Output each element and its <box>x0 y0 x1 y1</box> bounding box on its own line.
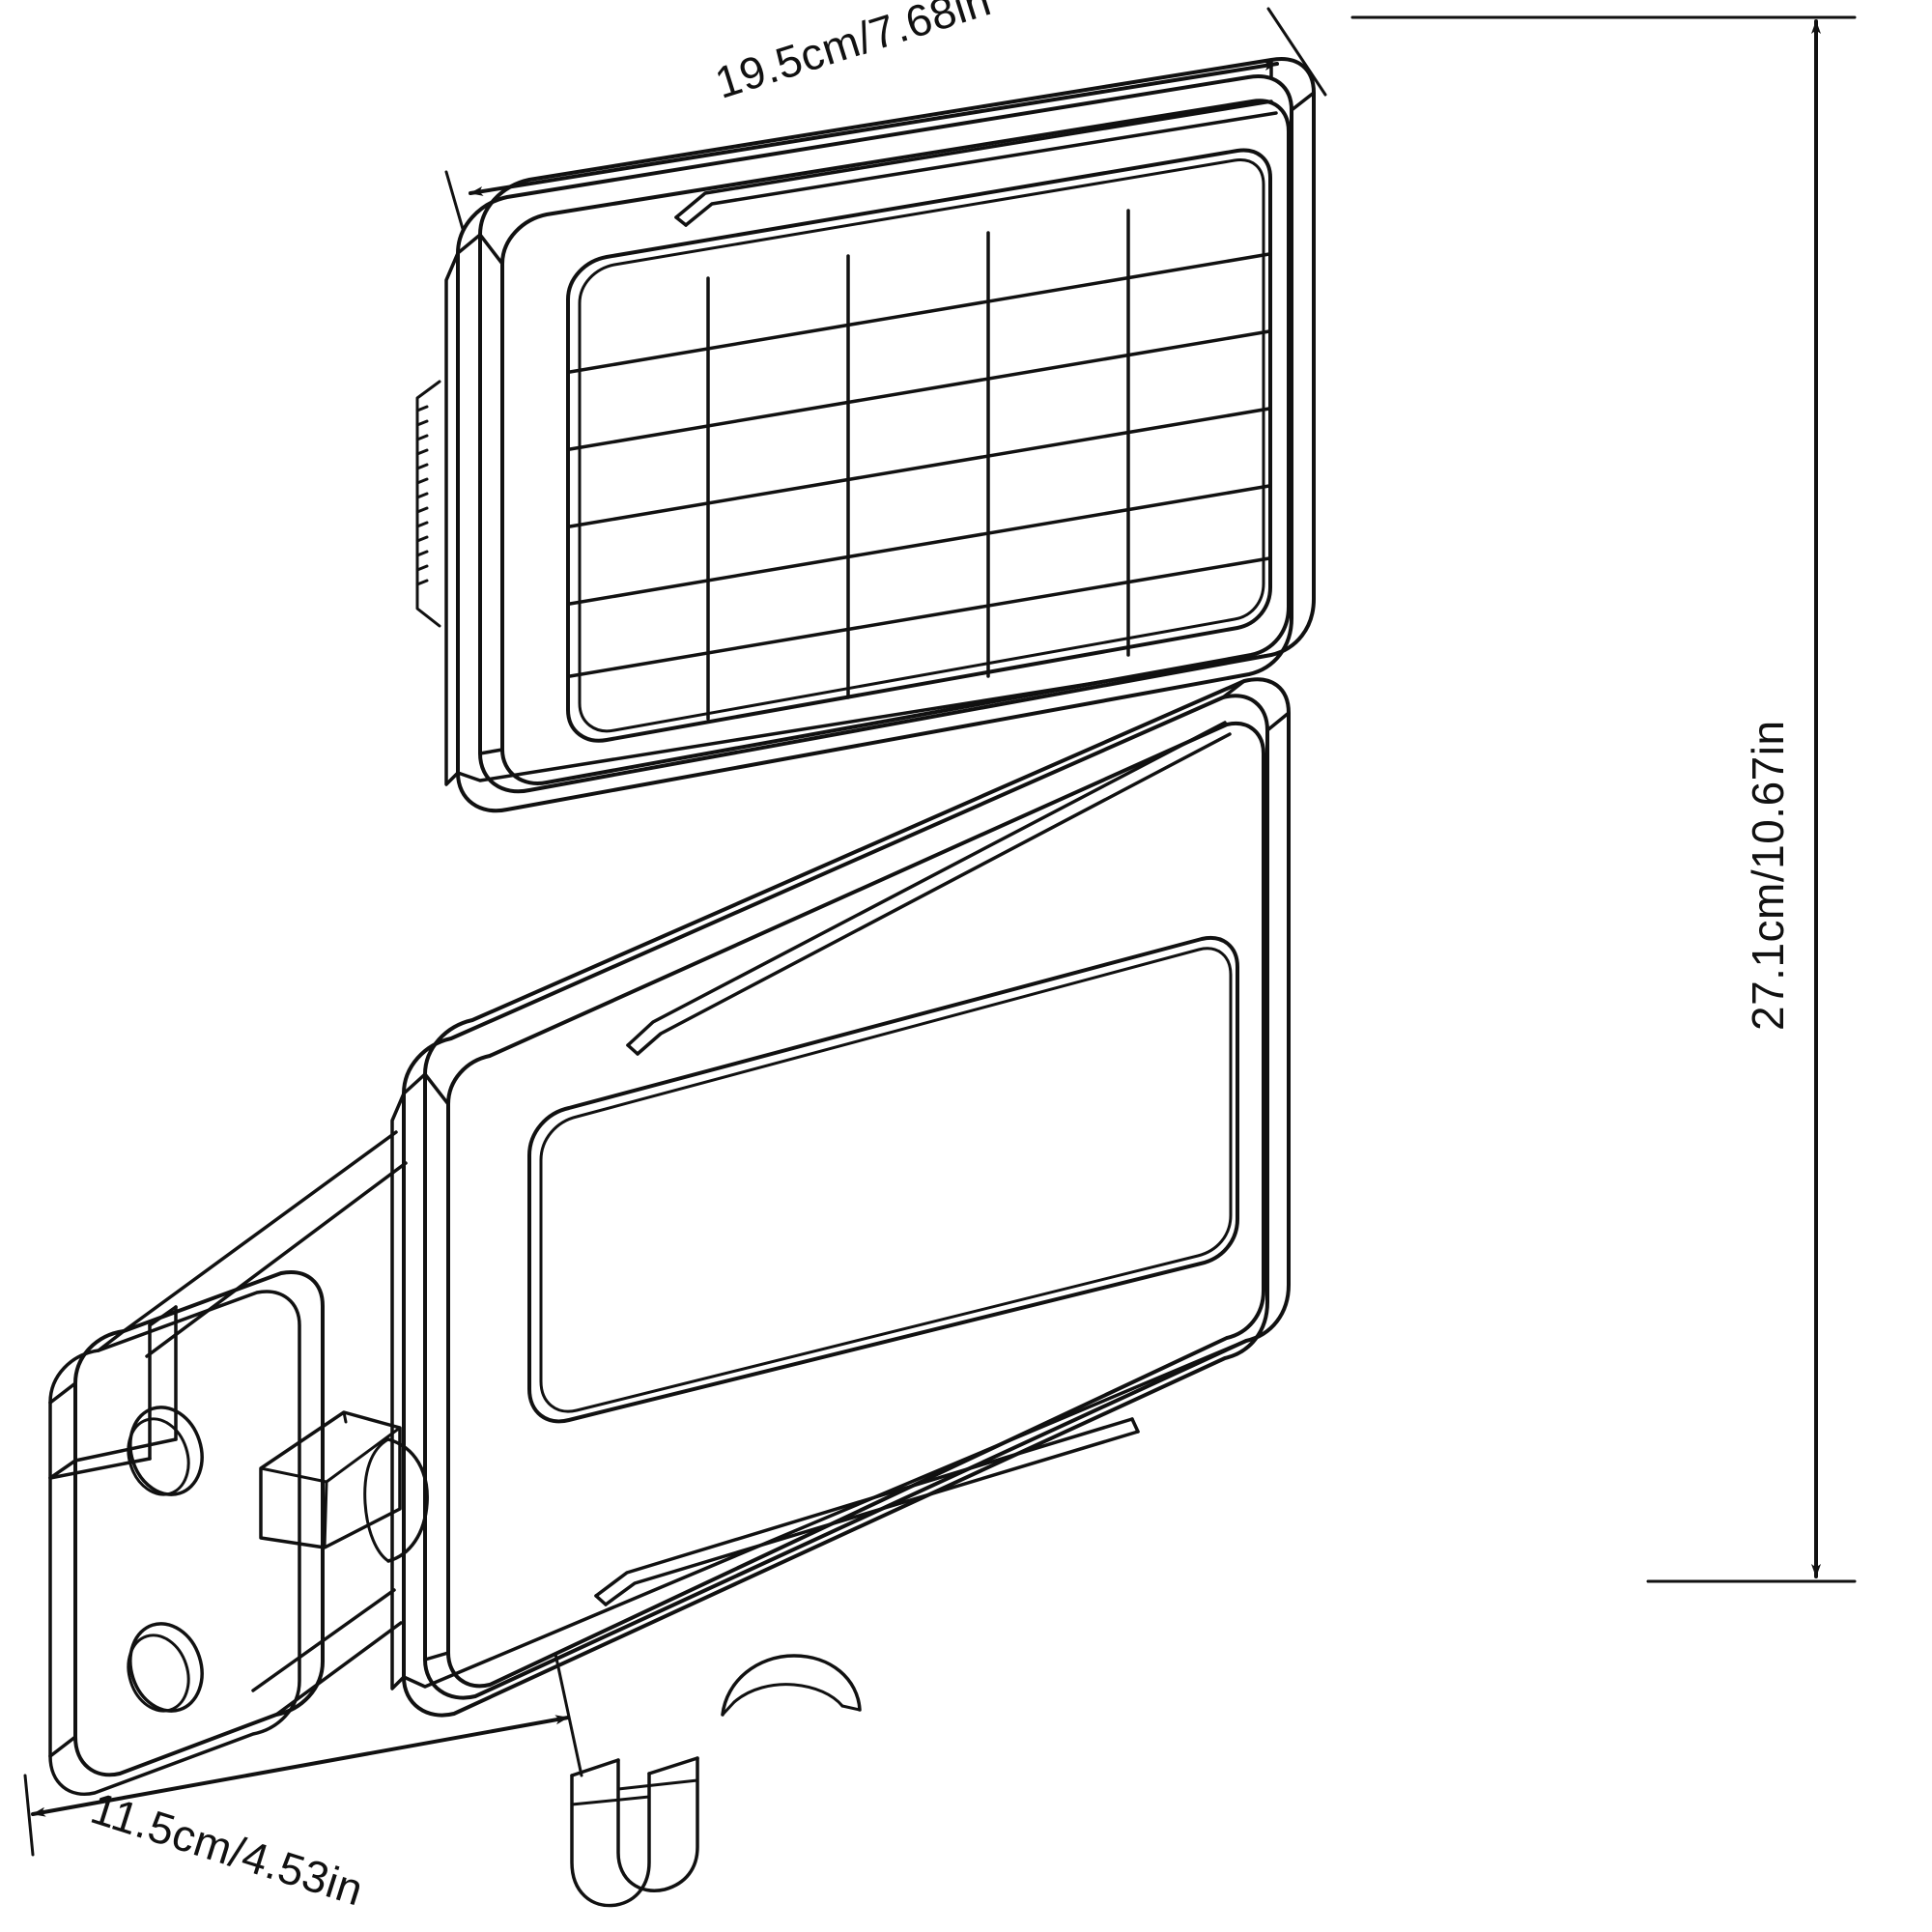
led-bottom-edge-band <box>402 1339 1248 1689</box>
solar-cell-field-outline <box>566 148 1272 743</box>
solar-housing-bezel-inner <box>500 99 1291 785</box>
solar-housing-bezel <box>456 74 1293 813</box>
led-housing-bezel-inner <box>446 722 1265 1689</box>
led-bottom-groove <box>594 1417 1140 1606</box>
dimension-line-depth <box>23 1652 583 1857</box>
bottom-leg-right <box>616 1756 699 1892</box>
bottom-legs <box>570 1756 699 1908</box>
dimension-label-height: 27.1cm/10.67in <box>1743 720 1793 1031</box>
mount-arm <box>122 1130 408 1717</box>
bracket-plate-face <box>73 1270 325 1777</box>
led-housing-outer <box>423 677 1291 1700</box>
pir-motion-sensor-dome <box>721 1654 862 1717</box>
dimension-line-width <box>444 7 1327 231</box>
bracket-hole-lower <box>127 1622 204 1713</box>
led-flood-light-head <box>390 677 1291 1908</box>
pivot-knuckle <box>259 1410 429 1563</box>
led-left-side-face <box>390 1092 406 1690</box>
led-lens-panel <box>527 935 1239 1424</box>
bracket-hole-upper <box>127 1406 204 1496</box>
solar-bottom-edge-band <box>456 653 1273 782</box>
bracket-plate-edges <box>48 1305 178 1758</box>
led-lens-panel-edge <box>539 947 1233 1413</box>
led-housing-bezel <box>402 694 1269 1718</box>
wall-mount-bracket <box>48 1130 429 1796</box>
solar-left-side-face <box>444 251 460 786</box>
solar-panel-module <box>415 57 1316 813</box>
dimension-line-height <box>1350 15 1857 1583</box>
solar-cell-field-edge <box>578 158 1265 733</box>
solar-hinge-ribs <box>415 380 441 628</box>
solar-cell-grid-horizontal <box>568 252 1271 678</box>
led-top-groove <box>626 721 1232 1056</box>
bottom-leg-left <box>570 1772 651 1908</box>
led-corner-edges <box>402 679 1291 1662</box>
